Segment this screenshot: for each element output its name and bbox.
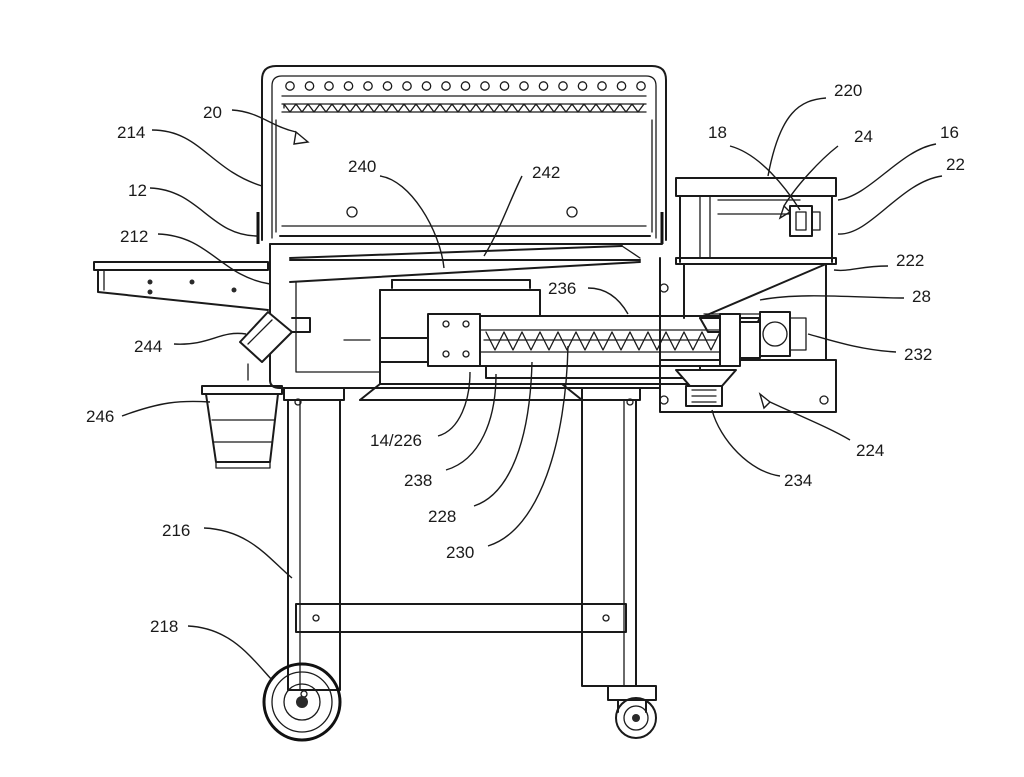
auger-flight-line <box>486 332 720 350</box>
label-212: 212 <box>120 227 148 246</box>
label-236: 236 <box>548 279 576 298</box>
grate-zigzag-line <box>284 104 644 112</box>
lid-vent-holes <box>286 82 645 90</box>
vent-hole <box>442 82 450 90</box>
auger-motor <box>720 312 806 366</box>
vent-hole <box>461 82 469 90</box>
vent-hole <box>578 82 586 90</box>
label-22: 22 <box>946 155 965 174</box>
label-234: 234 <box>784 471 812 490</box>
label-240: 240 <box>348 157 376 176</box>
vent-hole <box>559 82 567 90</box>
vent-hole <box>383 82 391 90</box>
label-18: 18 <box>708 123 727 142</box>
label-230: 230 <box>446 543 474 562</box>
label-28: 28 <box>912 287 931 306</box>
label-214: 214 <box>117 123 145 142</box>
vent-hole <box>364 82 372 90</box>
reference-labels: 20 214 12 212 244 246 240 242 236 14/226… <box>86 81 965 636</box>
vent-hole <box>305 82 313 90</box>
auger-flighting <box>486 332 720 350</box>
lid <box>258 66 666 244</box>
label-222: 222 <box>896 251 924 270</box>
grease-chute <box>240 312 310 380</box>
cooking-grate <box>284 104 644 112</box>
label-244: 244 <box>134 337 162 356</box>
label-246: 246 <box>86 407 114 426</box>
label-232: 232 <box>904 345 932 364</box>
label-242: 242 <box>532 163 560 182</box>
side-shelf <box>94 262 268 310</box>
label-218: 218 <box>150 617 178 636</box>
wheel <box>264 664 340 740</box>
label-20: 20 <box>203 103 222 122</box>
vent-hole <box>481 82 489 90</box>
label-14-226: 14/226 <box>370 431 422 450</box>
grease-bucket <box>202 386 282 468</box>
label-224: 224 <box>856 441 884 460</box>
label-238: 238 <box>404 471 432 490</box>
vent-hole <box>637 82 645 90</box>
vent-hole <box>520 82 528 90</box>
vent-hole <box>403 82 411 90</box>
vent-hole <box>598 82 606 90</box>
vent-hole <box>422 82 430 90</box>
vent-hole <box>539 82 547 90</box>
vent-hole <box>344 82 352 90</box>
fan-assembly <box>676 370 736 406</box>
label-16: 16 <box>940 123 959 142</box>
label-228: 228 <box>428 507 456 526</box>
vent-hole <box>617 82 625 90</box>
vent-hole <box>325 82 333 90</box>
label-24: 24 <box>854 127 873 146</box>
label-12: 12 <box>128 181 147 200</box>
label-220: 220 <box>834 81 862 100</box>
caster <box>608 686 656 738</box>
label-216: 216 <box>162 521 190 540</box>
vent-hole <box>286 82 294 90</box>
vent-hole <box>500 82 508 90</box>
